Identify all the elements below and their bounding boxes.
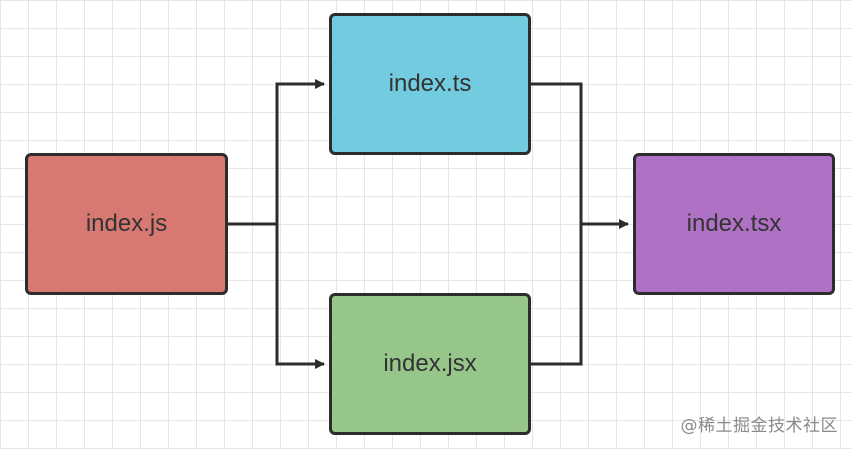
node-label: index.jsx (383, 350, 477, 377)
node-label: index.js (85, 210, 168, 237)
node-index-tsx: index.tsx (633, 153, 835, 295)
node-index-js: index.js (25, 153, 228, 295)
node-label: index.ts (388, 70, 472, 97)
watermark: @稀土掘金技术社区 (680, 416, 838, 436)
node-label: index.tsx (686, 210, 782, 237)
node-index-ts: index.ts (329, 13, 531, 155)
edge-js-to-ts (228, 79, 325, 226)
node-index-jsx: index.jsx (329, 293, 531, 435)
edge-js-to-jsx (275, 224, 325, 369)
edge-ts-to-tsx (531, 82, 583, 366)
